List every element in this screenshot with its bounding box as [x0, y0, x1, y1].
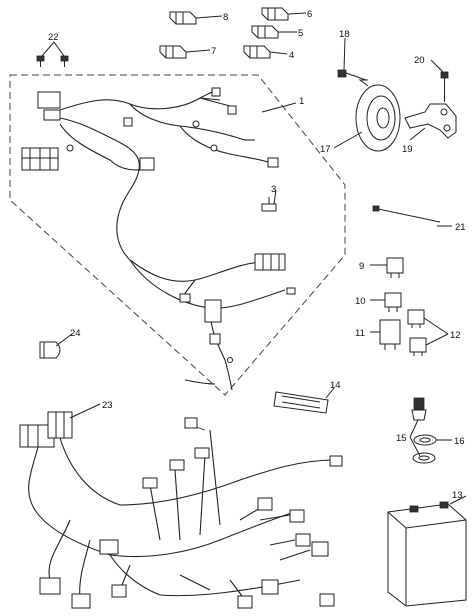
main-harness-outline	[9, 74, 346, 396]
relay-11	[379, 319, 401, 350]
callout-7: 7	[211, 46, 216, 57]
callout-23: 23	[102, 400, 113, 411]
battery-13	[387, 501, 467, 607]
bolt-20	[440, 71, 449, 102]
sub-harness-23	[19, 411, 343, 609]
washer-16	[413, 434, 437, 446]
callout-19: 19	[402, 144, 413, 155]
screw-22-right	[60, 55, 69, 67]
callout-6: 6	[307, 9, 312, 20]
strap-14	[273, 391, 329, 414]
callout-22: 22	[48, 32, 59, 43]
fuse-7	[159, 45, 187, 59]
horn-17	[355, 79, 401, 152]
leader-lines	[41, 12, 467, 505]
cap-24	[39, 341, 61, 359]
callout-16: 16	[454, 436, 465, 447]
relay-10	[384, 292, 402, 312]
relay-12a	[407, 309, 425, 328]
callout-14: 14	[330, 380, 341, 391]
cable-tie-21	[372, 205, 441, 223]
callout-3: 3	[271, 184, 276, 195]
callout-21: 21	[455, 222, 466, 233]
relay-9	[386, 257, 404, 278]
callout-11: 11	[355, 328, 365, 339]
washer-15b	[412, 452, 436, 464]
screw-22-left	[36, 55, 45, 67]
fuse-6	[261, 7, 289, 21]
callout-13: 13	[452, 490, 463, 501]
switch-15	[411, 397, 427, 421]
callout-20: 20	[414, 55, 425, 66]
callout-18: 18	[339, 29, 350, 40]
callout-17: 17	[320, 144, 331, 155]
callout-24: 24	[70, 328, 81, 339]
callout-5: 5	[298, 28, 303, 39]
callout-9: 9	[359, 261, 364, 272]
bolt-18	[337, 69, 367, 81]
callout-12: 12	[450, 330, 461, 341]
callout-4: 4	[289, 50, 294, 61]
main-wiring-harness-1	[21, 87, 296, 391]
fuse-4	[243, 45, 271, 59]
callout-10: 10	[355, 296, 366, 307]
connector-3	[261, 197, 277, 212]
callout-1: 1	[299, 96, 304, 107]
relay-12b	[409, 337, 427, 356]
fuse-8	[169, 11, 197, 25]
callout-15: 15	[396, 433, 407, 444]
fuse-5	[251, 25, 279, 39]
callout-8: 8	[223, 12, 228, 23]
bracket-19	[404, 103, 457, 139]
